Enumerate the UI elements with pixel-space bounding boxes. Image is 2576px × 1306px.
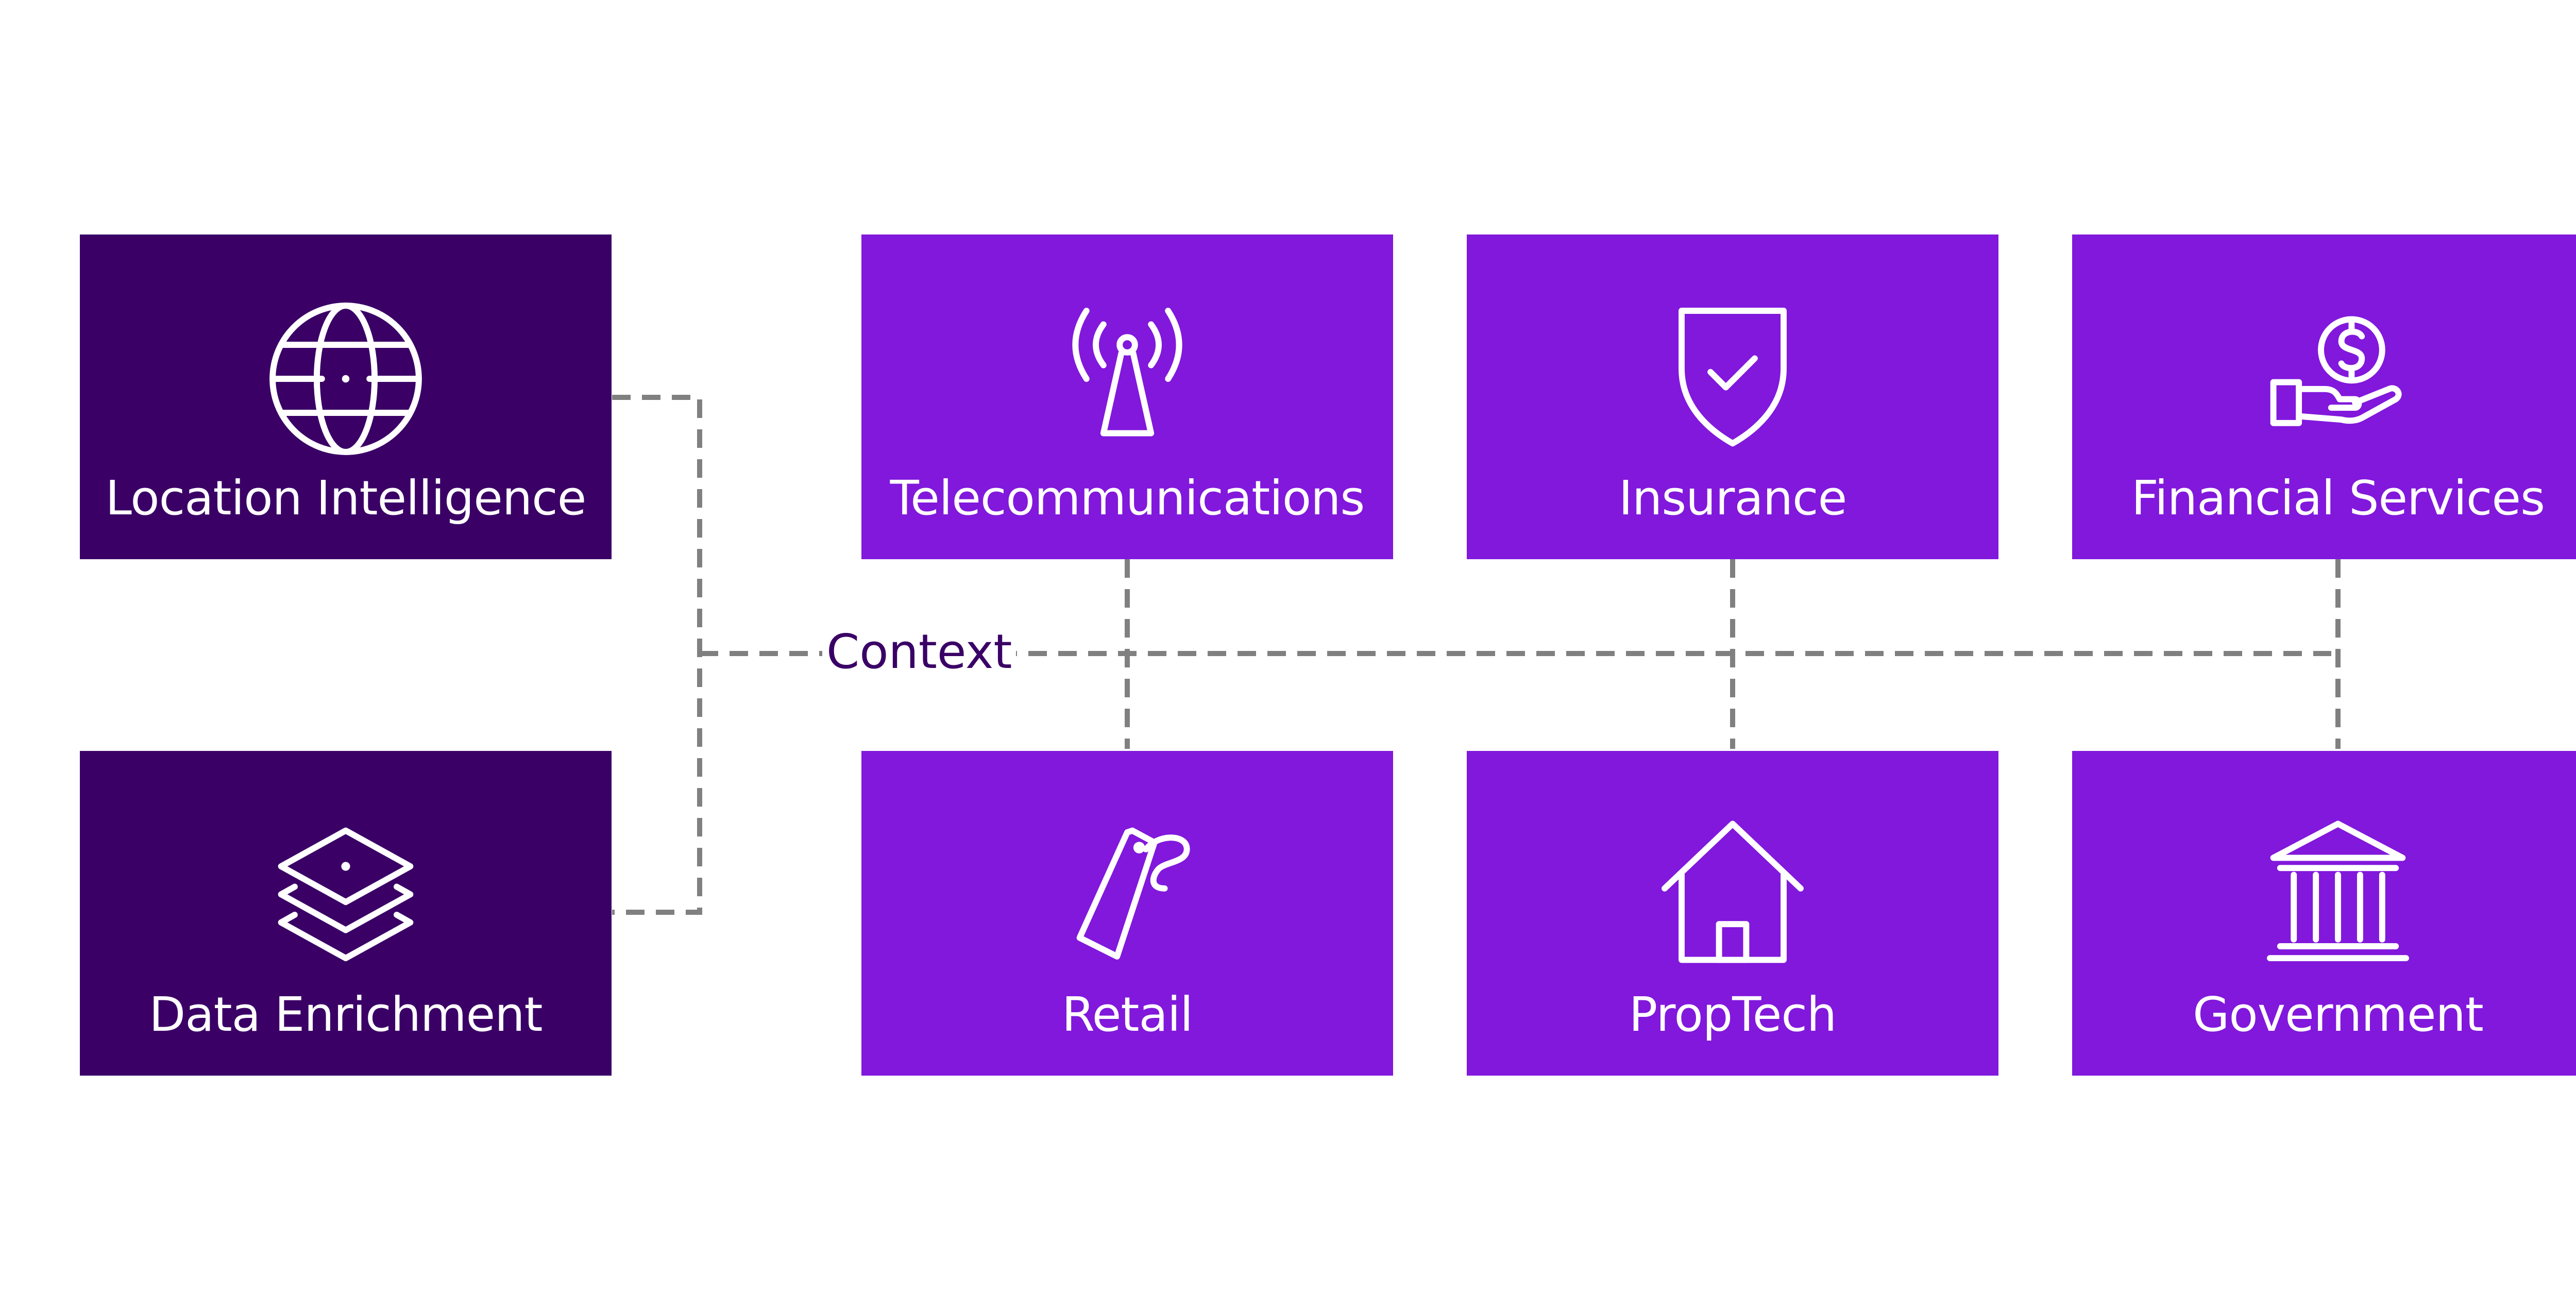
tile-label: Retail — [1062, 987, 1193, 1042]
tile-label: Government — [2193, 987, 2484, 1042]
tile-insurance: Insurance — [1467, 235, 1998, 559]
hand-coin-icon — [2253, 294, 2423, 464]
tile-telecommunications: Telecommunications — [861, 235, 1393, 559]
tile-label: PropTech — [1629, 987, 1837, 1042]
tile-label: Location Intelligence — [105, 471, 587, 526]
context-label: Context — [822, 621, 1016, 683]
layers-icon — [261, 810, 431, 980]
tile-proptech: PropTech — [1467, 751, 1998, 1076]
tile-government: Government — [2072, 751, 2576, 1076]
tile-data-enrichment: Data Enrichment — [80, 751, 612, 1076]
globe-icon — [261, 294, 431, 464]
tile-financial-services: Financial Services — [2072, 235, 2576, 559]
connector-location-intelligence — [612, 395, 702, 915]
tile-retail: Retail — [861, 751, 1393, 1076]
house-icon — [1648, 810, 1818, 980]
tile-label: Insurance — [1618, 471, 1847, 526]
shield-check-icon — [1648, 294, 1818, 464]
tile-location-intelligence: Location Intelligence — [80, 235, 612, 559]
tile-label: Telecommunications — [890, 471, 1365, 526]
signal-tower-icon — [1042, 294, 1212, 464]
government-building-icon — [2253, 810, 2423, 980]
price-tag-icon — [1042, 810, 1212, 980]
tile-label: Financial Services — [2131, 471, 2545, 526]
tile-label: Data Enrichment — [149, 987, 543, 1042]
